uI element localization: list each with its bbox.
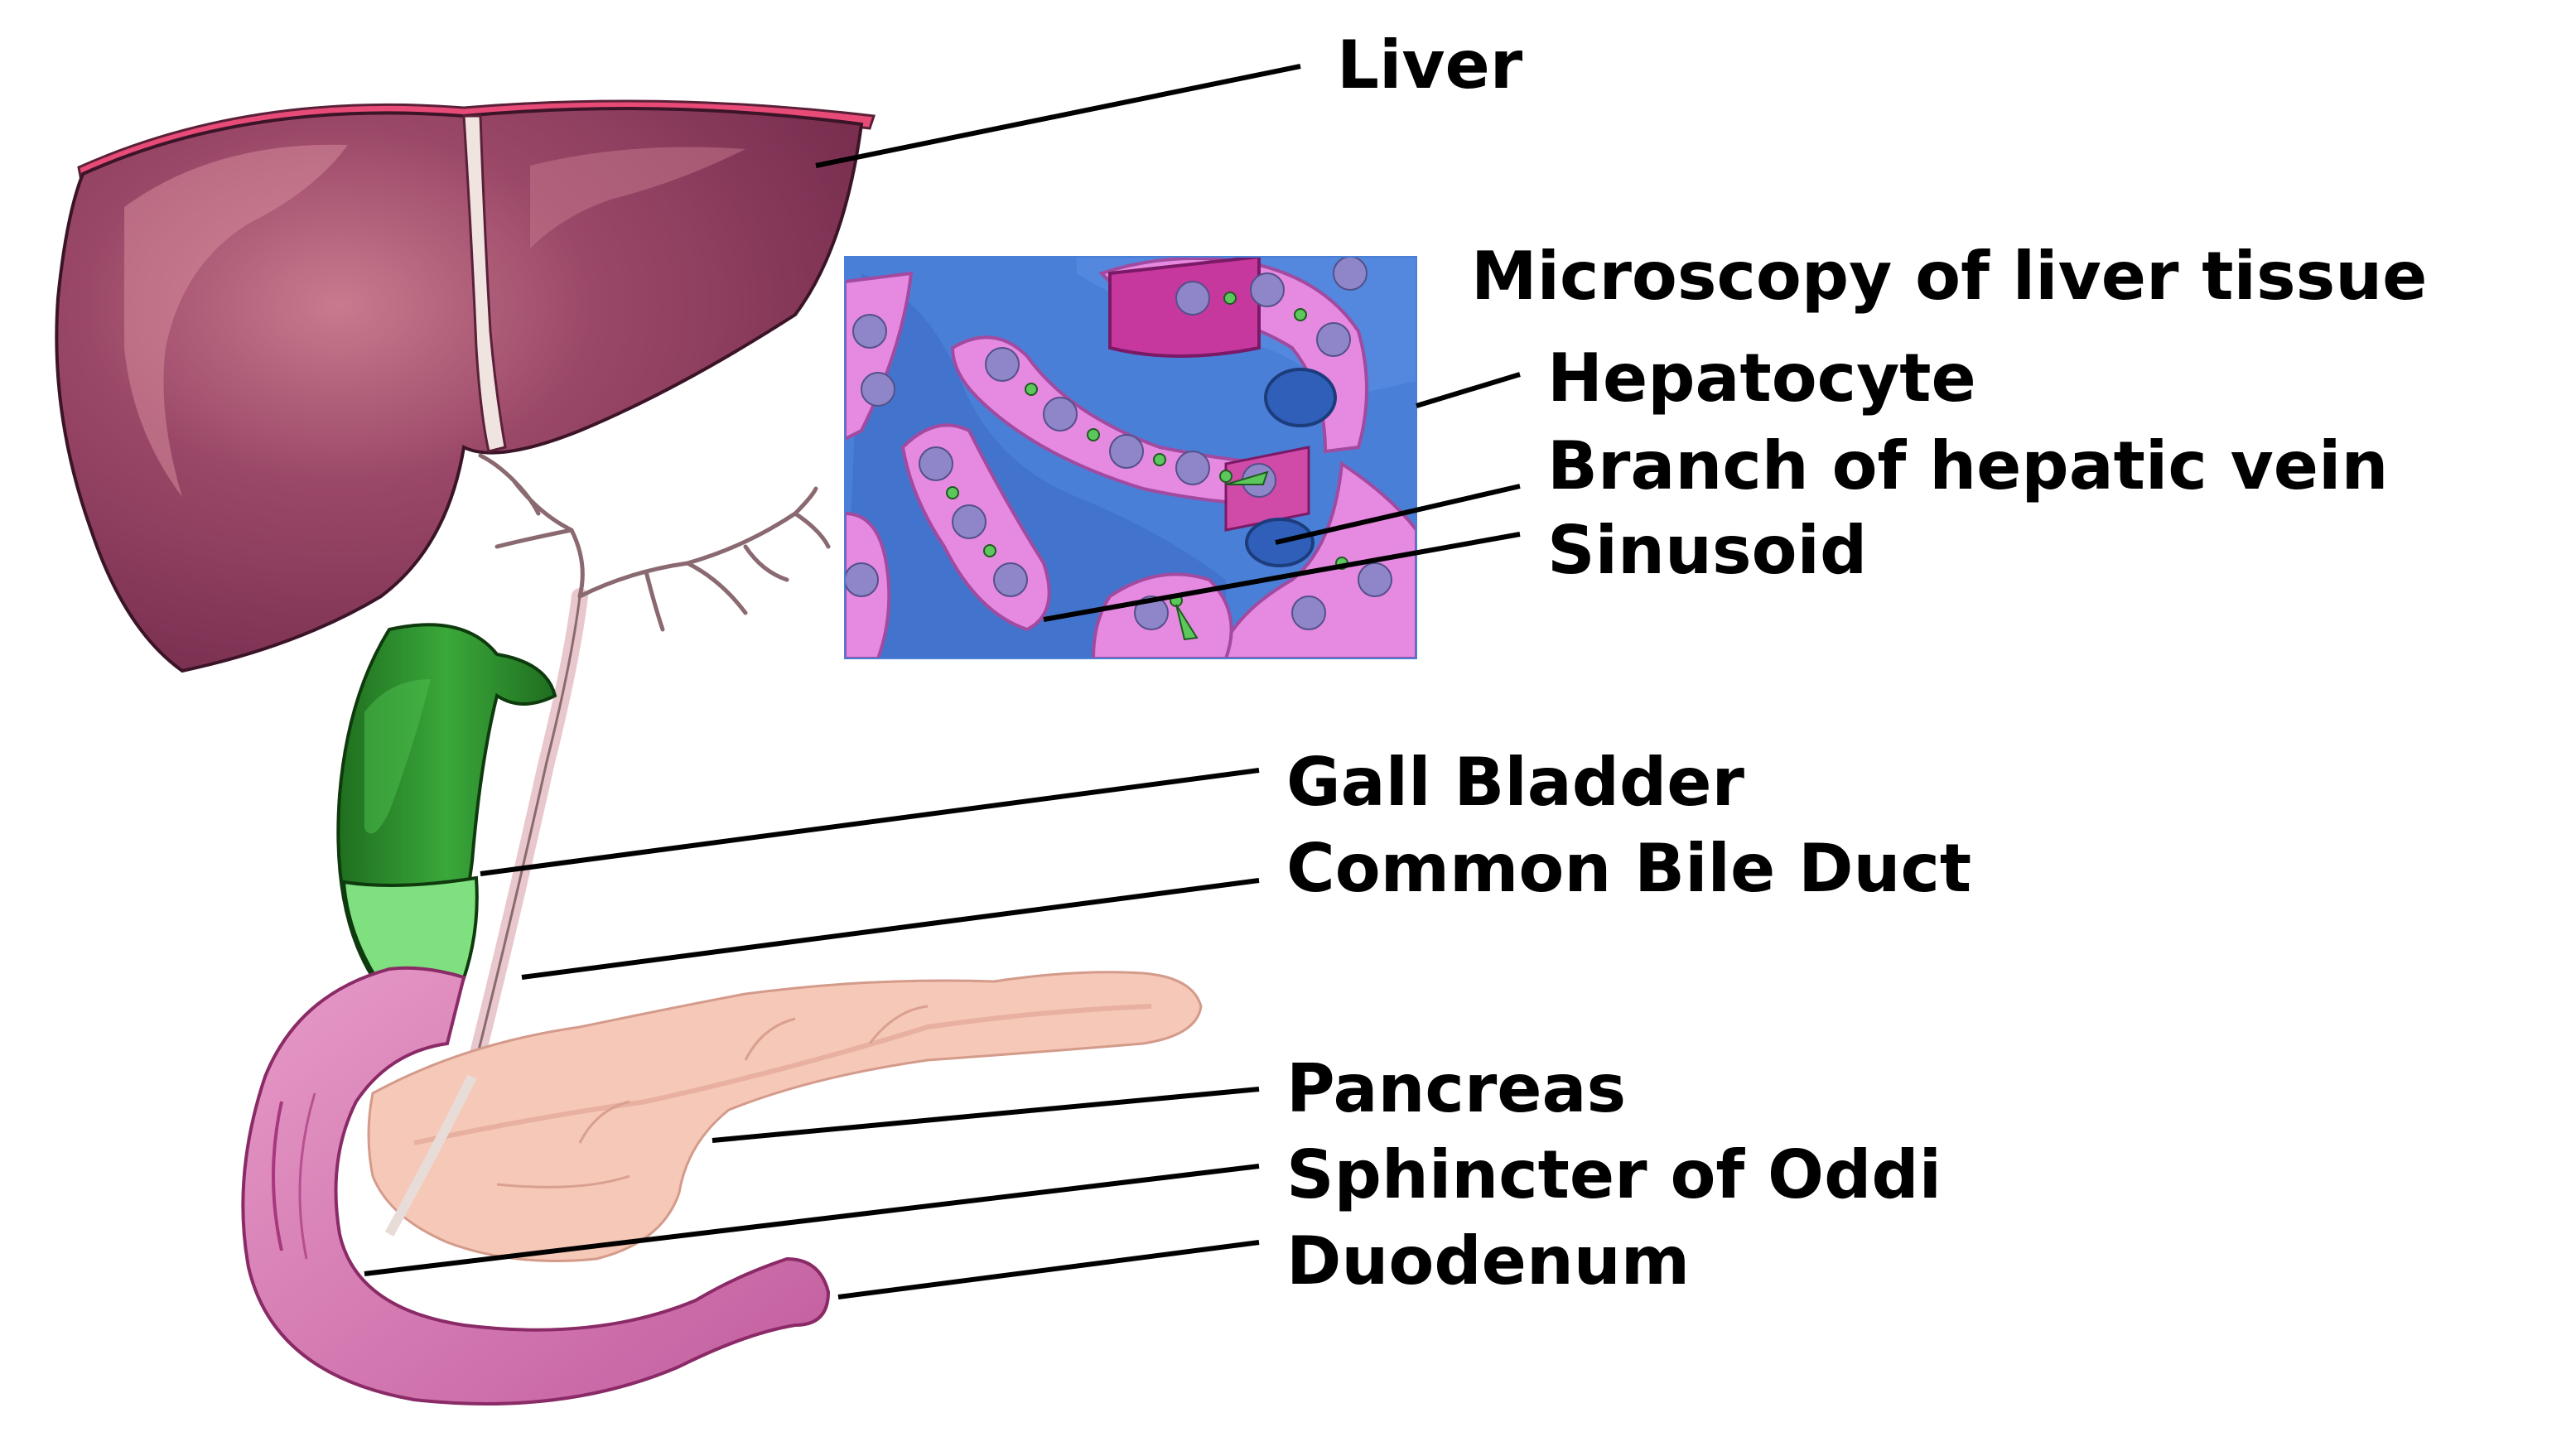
leader-hepatic-vein [1275,484,1521,545]
label-common-bile-duct: Common Bile Duct [1286,830,1971,907]
bile-duct-tree [464,453,831,1085]
microscopy-frame [844,256,1417,659]
leader-pancreas [712,1087,1260,1143]
leader-sphincter-of-oddi [364,1164,1260,1276]
leader-common-bile-duct [521,878,1260,980]
leader-lines [364,64,1521,1299]
leader-sinusoid [1043,532,1521,622]
label-pancreas: Pancreas [1286,1050,1626,1127]
label-hepatocyte: Hepatocyte [1547,340,1976,417]
label-sphincter-of-oddi: Sphincter of Oddi [1286,1136,1942,1213]
leader-liver [815,64,1301,168]
label-duodenum: Duodenum [1286,1222,1690,1299]
label-sinusoid: Sinusoid [1547,512,1867,589]
label-hepatic-vein-branch: Branch of hepatic vein [1547,427,2388,504]
labels: Liver Microscopy of liver tissue Hepatoc… [1286,27,2427,1299]
label-gall-bladder: Gall Bladder [1286,744,1745,821]
leader-gall-bladder [480,768,1260,876]
label-liver: Liver [1337,27,1523,104]
liver-illustration [55,99,876,673]
leader-hepatocyte [1416,372,1521,408]
gall-bladder-illustration [336,623,557,999]
leader-duodenum [837,1240,1260,1299]
label-microscopy-title: Microscopy of liver tissue [1471,238,2427,315]
duodenum-illustration [241,966,831,1405]
liver-tissue-microscopy [845,257,1416,658]
